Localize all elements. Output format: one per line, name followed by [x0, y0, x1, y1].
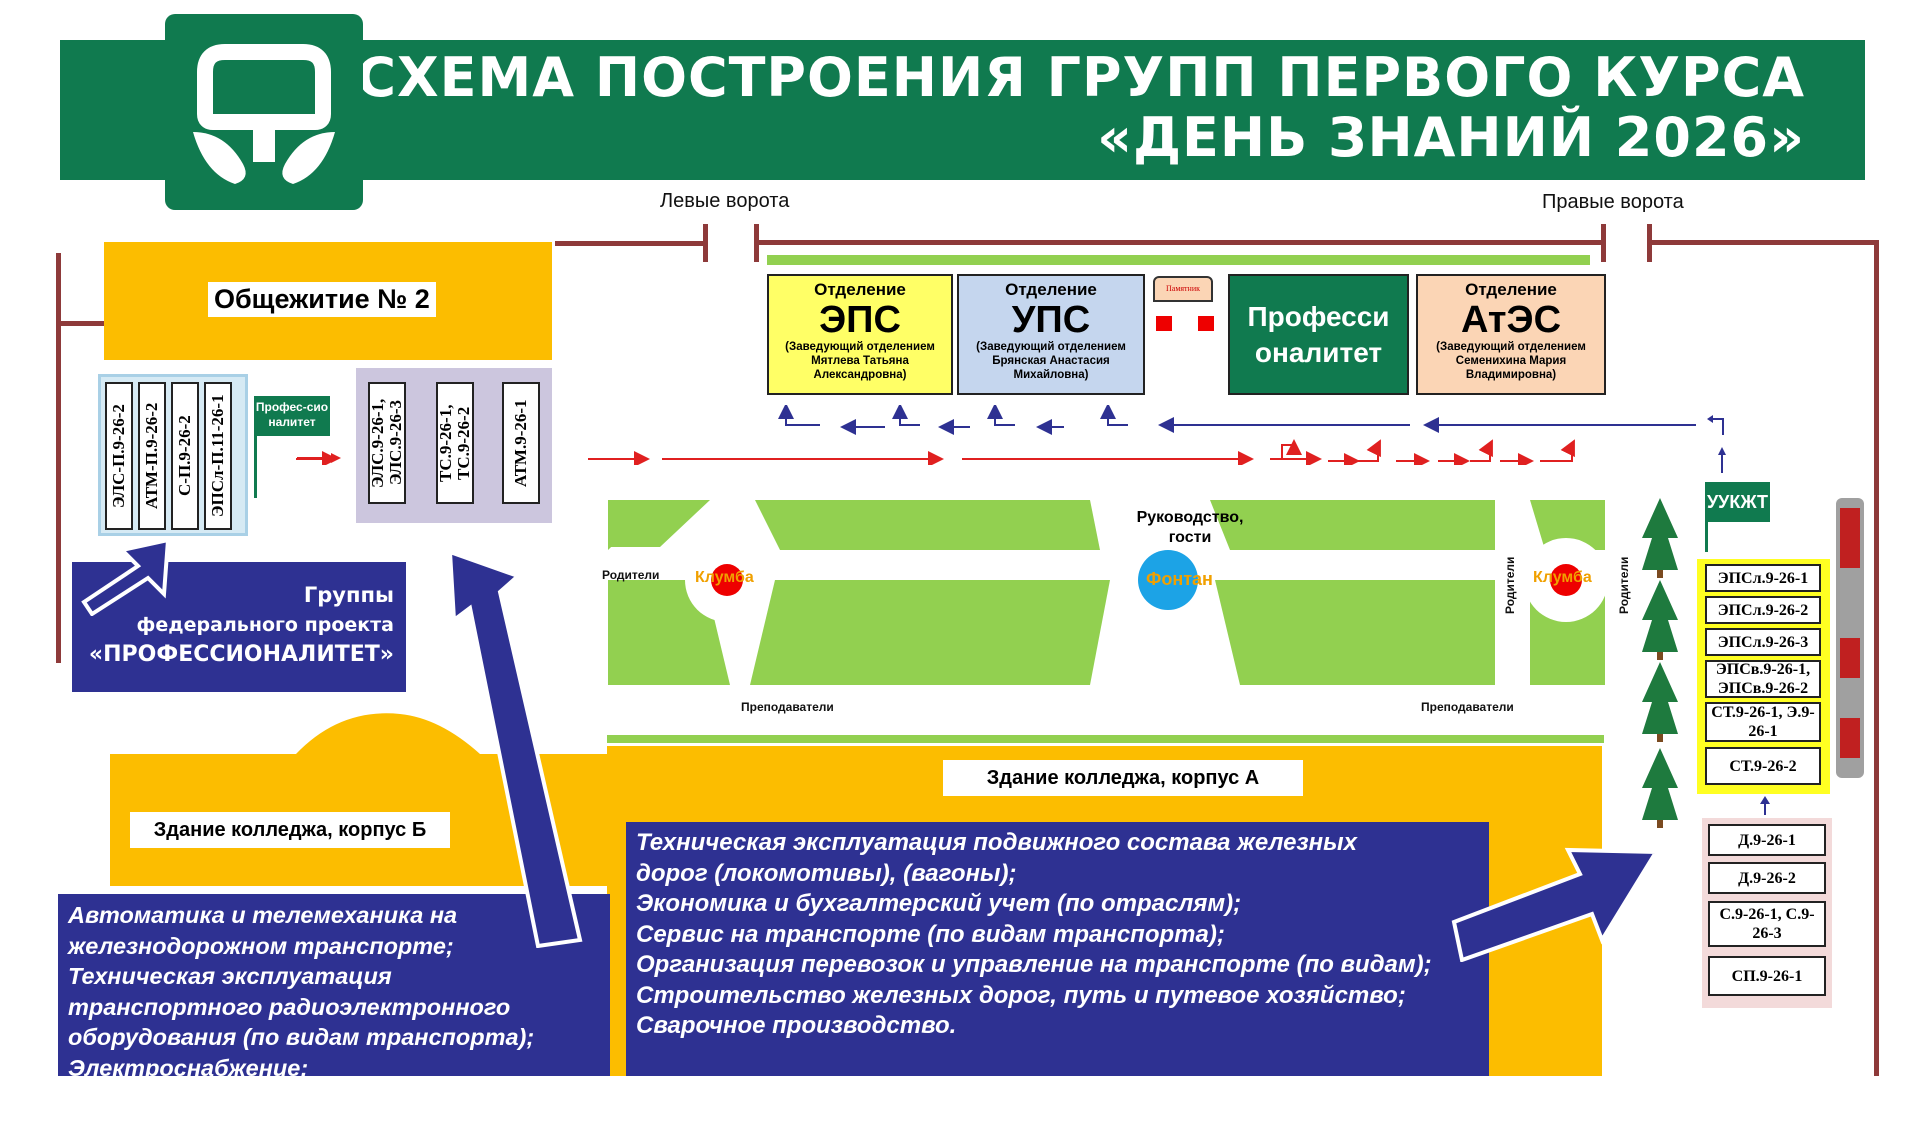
monument-marker-1	[1156, 316, 1172, 331]
group-label: ЭЛС-П.9-26-2	[105, 382, 133, 530]
profi-flag-pole	[254, 436, 257, 498]
flowerbed-right-label: Клумба	[1533, 569, 1592, 586]
department-ups: Отделение УПС (Заведующий отделением Бря…	[957, 274, 1145, 395]
specialty-item: Экономика и бухгалтерский учет (по отрас…	[636, 890, 1242, 917]
teachers-label-left: Преподаватели	[741, 700, 834, 714]
college-logo-icon	[165, 14, 363, 210]
monument: Памятник	[1153, 276, 1213, 302]
group-label: ЭПСл.9-26-1	[1705, 564, 1821, 592]
title-line-1: СХЕМА ПОСТРОЕНИЯ ГРУПП ПЕРВОГО КУРСА	[356, 46, 1805, 109]
department-ates-caption: Отделение	[1465, 280, 1557, 299]
group-label: С-П.9-26-2	[171, 382, 199, 530]
lawn-strip-bottom	[607, 735, 1604, 743]
fence-right-vertical	[1874, 240, 1879, 1076]
fence-top-right	[1647, 240, 1879, 245]
department-ates-name: АтЭС	[1460, 299, 1562, 341]
specialty-item: Сервис на транспорте (по видам транспорт…	[636, 920, 1225, 948]
group-label: СТ.9-26-1, Э.9-26-1	[1705, 702, 1821, 742]
department-eps-head: (Заведующий отделением Мятлева Татьяна А…	[785, 341, 935, 381]
fence-top-middle	[754, 240, 1604, 245]
specialty-item: Строительство железных дорог, путь и пут…	[636, 981, 1406, 1009]
profi-arrow	[297, 453, 341, 463]
leadership-label: Руководство, гости	[1136, 509, 1244, 546]
specialty-item: Организация перевозок и управление на тр…	[636, 951, 1432, 978]
specialty-item: дорог (локомотивы), (вагоны);	[636, 859, 1017, 887]
specialty-item: железнодорожном транспорте;	[68, 932, 454, 959]
department-ates: Отделение АтЭС (Заведующий отделением Се…	[1416, 274, 1606, 395]
federal-project-line1: Группы	[303, 583, 394, 607]
parents-label-left: Родители	[602, 568, 660, 582]
park-area	[608, 500, 1608, 685]
right-gate-label: Правые ворота	[1542, 191, 1684, 213]
group-label: СТ.9-26-2	[1705, 747, 1821, 785]
fence-top-left	[555, 241, 705, 246]
parents-label-mid: Родители	[1503, 556, 1517, 614]
building-a-label: Здание колледжа, корпус А	[943, 760, 1303, 796]
left-gate-post-1	[703, 224, 708, 262]
department-ups-name: УПС	[1011, 299, 1091, 341]
right-groups-panel-yellow: ЭПСл.9-26-1 ЭПСл.9-26-2 ЭПСл.9-26-3 ЭПСв…	[1697, 559, 1830, 794]
department-eps-caption: Отделение	[814, 280, 906, 299]
building-b-label: Здание колледжа, корпус Б	[130, 812, 450, 848]
department-profi-name: Профессионалитет	[1247, 300, 1390, 368]
group-label: Д.9-26-2	[1708, 862, 1826, 894]
teachers-label-right: Преподаватели	[1421, 700, 1514, 714]
department-eps-name: ЭПС	[819, 299, 901, 341]
department-profi: Профессионалитет	[1228, 274, 1409, 395]
group-label: АТМ-П.9-26-2	[138, 382, 166, 530]
ukzht-flag: УУКЖТ	[1705, 482, 1770, 522]
department-eps: Отделение ЭПС (Заведующий отделением Мят…	[767, 274, 953, 395]
federal-project-box: Группы федерального проекта «ПРОФЕССИОНА…	[72, 562, 406, 692]
arrow-to-right-groups	[1451, 847, 1660, 962]
route-arrows	[296, 405, 1696, 465]
monument-marker-2	[1198, 316, 1214, 331]
specialty-item: Автоматика и телемеханика на	[68, 902, 458, 928]
ukzht-arrows	[1707, 415, 1726, 473]
federal-project-line2: федерального проекта	[136, 614, 395, 636]
train-icon	[1836, 498, 1864, 778]
fence-left-stub	[56, 321, 108, 326]
department-ups-caption: Отделение	[1005, 280, 1097, 299]
department-ates-head: (Заведующий отделением Семенихина Мария …	[1436, 341, 1586, 381]
ukzht-flag-pole	[1705, 522, 1708, 552]
fence-left-vertical	[56, 253, 61, 663]
left-gate-label: Левые ворота	[660, 190, 790, 212]
group-label: С.9-26-1, С.9-26-3	[1708, 901, 1826, 947]
specialty-item: Техническая эксплуатация	[68, 963, 392, 989]
group-label: ЭПСл.9-26-2	[1705, 596, 1821, 624]
group-label: ЭПСв.9-26-1, ЭПСв.9-26-2	[1705, 660, 1821, 698]
federal-project-line3: «ПРОФЕССИОНАЛИТЕТ»	[88, 642, 394, 667]
profi-flag: Профес-сионалитет	[254, 396, 330, 436]
arrow-up-icon	[1760, 796, 1770, 815]
group-label: СП.9-26-1	[1708, 956, 1826, 996]
arrow-to-mid-groups	[447, 549, 583, 948]
title-line-2: «ДЕНЬ ЗНАНИЙ 2026»	[1097, 106, 1805, 169]
mid-groups-panel: ЭЛС.9-26-1, ЭЛС.9-26-3 ТС.9-26-1, ТС.9-2…	[356, 368, 552, 523]
group-label: ЭПСл-П.11-26-1	[204, 382, 232, 530]
dormitory-label: Общежитие № 2	[208, 282, 436, 317]
specialty-item: Техническая эксплуатация подвижного сост…	[636, 829, 1358, 856]
group-label: Д.9-26-1	[1708, 824, 1826, 856]
specialties-left-box: Автоматика и телемеханика на железнодоро…	[58, 894, 610, 1081]
department-ups-head: (Заведующий отделением Брянская Анастаси…	[976, 341, 1126, 381]
specialties-right-box: Техническая эксплуатация подвижного сост…	[626, 822, 1489, 1076]
specialty-item: Сварочное производство.	[636, 1012, 957, 1039]
right-groups-panel-pink: Д.9-26-1 Д.9-26-2 С.9-26-1, С.9-26-3 СП.…	[1702, 818, 1832, 1008]
fountain-label: Фонтан	[1146, 569, 1213, 589]
specialty-item: оборудования (по видам транспорта);	[68, 1024, 535, 1050]
flowerbed-left-label: Клумба	[695, 569, 754, 586]
dormitory-building: Общежитие № 2	[104, 242, 552, 360]
group-label: ЭПСл.9-26-3	[1705, 628, 1821, 656]
arrow-to-profi-groups	[81, 537, 171, 616]
specialty-item: транспортного радиоэлектронного	[68, 993, 511, 1020]
tree-column	[1642, 498, 1678, 828]
specialty-item: Электроснабжение;	[68, 1054, 309, 1081]
parents-label-right: Родители	[1617, 556, 1631, 614]
profi-groups-panel: ЭЛС-П.9-26-2 АТМ-П.9-26-2 С-П.9-26-2 ЭПС…	[98, 374, 248, 536]
right-gate-post-1	[1601, 224, 1606, 262]
lawn-strip-top	[767, 255, 1590, 265]
